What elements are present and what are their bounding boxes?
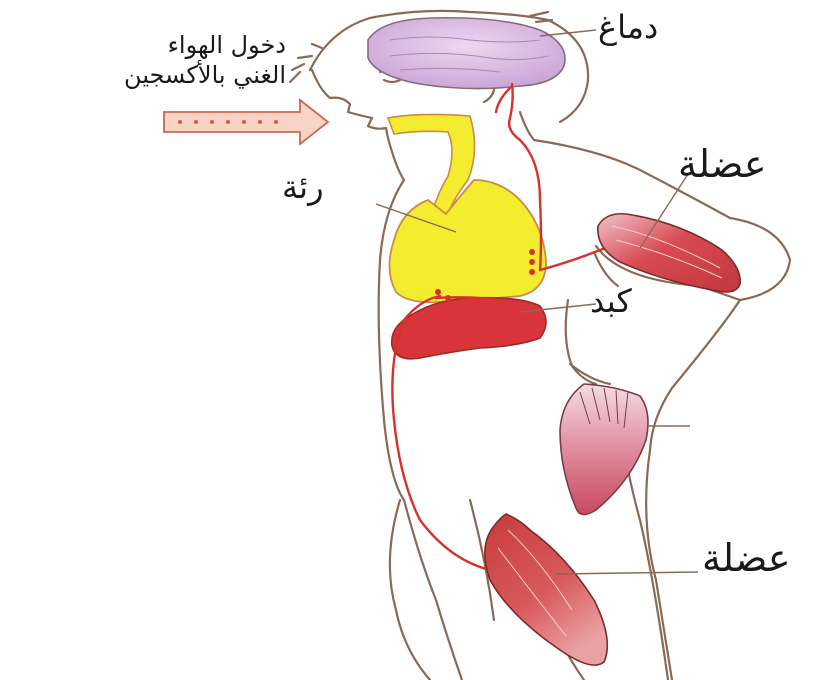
label-lung: رئة [282,168,324,206]
label-liver: كبد [590,282,632,320]
lung [389,180,546,302]
label-muscle-arm: عضلة [678,142,767,186]
muscle-hip [560,384,648,515]
muscle-leg [485,514,607,665]
liver [392,298,546,359]
label-air-line1: دخول الهواء [14,30,286,60]
label-air-line2: الغني بالأكسجين [14,60,286,90]
muscle-arm [598,214,740,292]
brain [368,18,565,89]
airflow-arrow-icon [164,100,328,144]
label-muscle-leg: عضلة [702,536,791,580]
label-brain: دماغ [598,8,658,46]
label-air-entry: دخول الهواء الغني بالأكسجين [14,30,286,90]
